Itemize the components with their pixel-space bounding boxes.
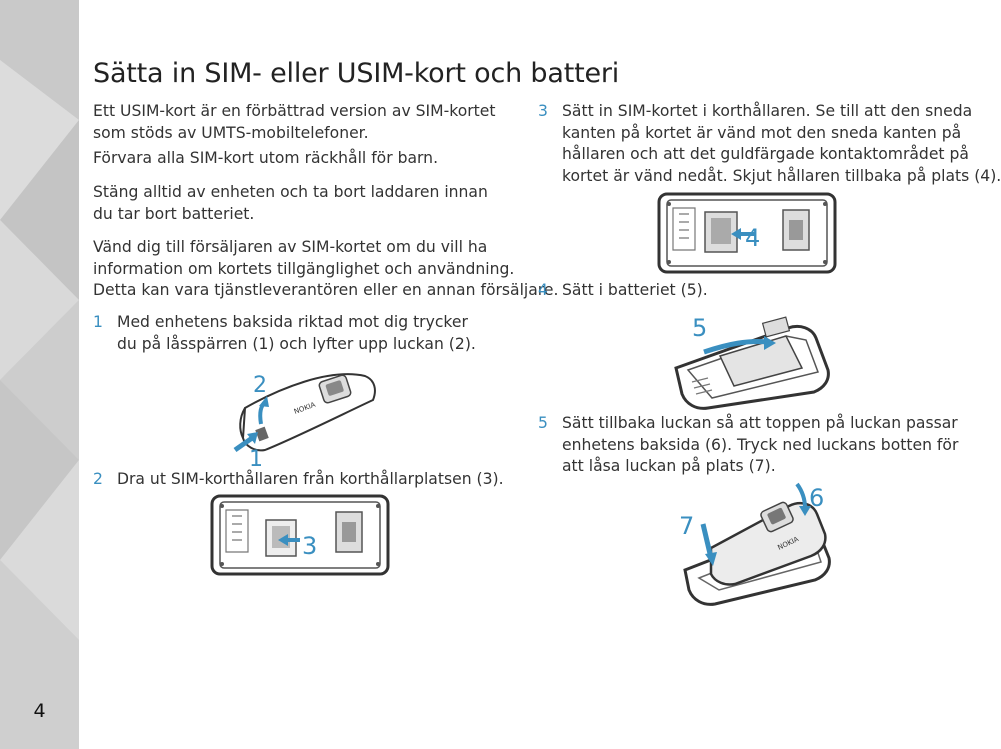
step-3: 3 Sätt in SIM-kortet i korthållaren. Se …: [538, 101, 1001, 187]
figure-replace-back-cover: NOKIA 6 7: [679, 482, 831, 606]
text-line: som stöds av UMTS-mobiltelefoner.: [93, 123, 369, 142]
paragraph-child-safety: Förvara alla SIM-kort utom räckhåll för …: [93, 148, 438, 170]
figure-sim-holder-out: 3: [210, 494, 390, 576]
text-line: Med enhetens baksida riktad mot dig tryc…: [117, 313, 468, 331]
figure-label: 6: [809, 484, 824, 512]
step-2: 2 Dra ut SIM-korthållaren från korthålla…: [93, 469, 513, 491]
figure-label: 1: [249, 447, 263, 472]
step-number: 2: [93, 470, 103, 488]
step-4: 4 Sätt i batteriet (5).: [538, 280, 958, 302]
text-line: Dra ut SIM-korthållaren från korthållarp…: [117, 470, 504, 488]
text-line: kortet är vänd nedåt. Skjut hållaren til…: [562, 166, 1001, 185]
figure-label: 2: [253, 373, 267, 398]
text-line: Förvara alla SIM-kort utom räckhåll för …: [93, 149, 439, 167]
step-number: 3: [538, 102, 548, 120]
step-number: 5: [538, 414, 548, 432]
step-1: 1 Med enhetens baksida riktad mot dig tr…: [93, 312, 513, 356]
text-line: Vänd dig till försäljaren av SIM-kortet …: [93, 238, 488, 256]
text-line: du tar bort batteriet.: [93, 204, 255, 223]
step-5: 5 Sätt tillbaka luckan så att toppen på …: [538, 413, 958, 479]
text-line: Sätt i batteriet (5).: [562, 281, 708, 299]
text-line: Ett USIM-kort är en förbättrad version a…: [93, 102, 496, 120]
text-line: hållaren och att det guldfärgade kontakt…: [562, 145, 969, 163]
page-number: 4: [33, 700, 46, 722]
sidebar-pattern: [0, 0, 79, 749]
figure-insert-battery: 5: [674, 314, 830, 410]
figure-sim-holder-in: 4: [657, 192, 837, 274]
step-number: 1: [93, 313, 103, 331]
text-line: du på låsspärren (1) och lyfter upp luck…: [117, 334, 476, 353]
step-number: 4: [538, 281, 548, 299]
text-line: information om kortets tillgänglighet oc…: [93, 259, 515, 278]
text-line: Detta kan vara tjänstleverantören eller …: [93, 281, 559, 299]
figure-label: 3: [302, 532, 317, 560]
text-line: Sätt in SIM-kortet i korthållaren. Se ti…: [562, 102, 973, 120]
figure-label: 7: [679, 512, 694, 540]
figure-label: 4: [745, 224, 760, 252]
text-line: enhetens baksida (6). Tryck ned luckans …: [562, 435, 959, 454]
text-line: att låsa luckan på plats (7).: [562, 457, 776, 475]
paragraph-power-off: Stäng alltid av enheten och ta bort ladd…: [93, 182, 488, 225]
page-title: Sätta in SIM- eller USIM-kort och batter…: [93, 58, 620, 89]
paragraph-seller-info: Vänd dig till försäljaren av SIM-kortet …: [93, 237, 558, 302]
text-line: Stäng alltid av enheten och ta bort ladd…: [93, 183, 488, 201]
page-sidebar: 4: [0, 0, 79, 749]
paragraph-usim-intro: Ett USIM-kort är en förbättrad version a…: [93, 101, 495, 144]
text-line: kanten på kortet är vänd mot den sneda k…: [562, 123, 962, 142]
figure-open-back-cover: NOKIA 2 1: [233, 373, 376, 472]
text-line: Sätt tillbaka luckan så att toppen på lu…: [562, 414, 958, 432]
figure-label: 5: [692, 314, 707, 342]
